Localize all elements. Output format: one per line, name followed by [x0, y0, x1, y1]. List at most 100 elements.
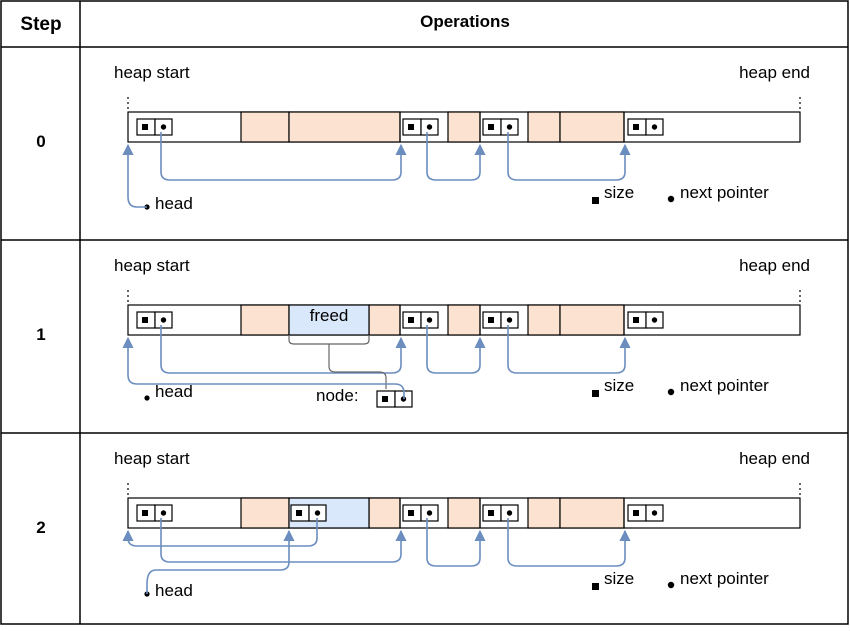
next-pointer-dot [426, 124, 433, 130]
row-2-next-arrow-1 [160, 518, 407, 563]
size-square [296, 510, 302, 516]
row-1-allocated-block-1 [240, 304, 290, 336]
row-0-allocated-block-4 [527, 111, 561, 143]
row-1-head-label: head [155, 382, 193, 401]
row-1-step-label: 1 [36, 325, 45, 344]
row-0-allocated-block-1 [240, 111, 290, 143]
row-0-allocated-block-3 [447, 111, 481, 143]
row-2-allocated-block-2 [368, 497, 401, 529]
row-2-freed-next-arrow [122, 518, 318, 547]
size-square [488, 317, 494, 323]
row-2-heap-end-label: heap end [739, 449, 810, 468]
row-1-freed-brace [288, 335, 370, 345]
row-2-legend-size-icon [592, 583, 599, 590]
row-2-head-label: head [155, 581, 193, 600]
row-2-allocated-block-5 [559, 497, 625, 529]
next-pointer-dot [651, 317, 658, 323]
next-pointer-dot [506, 510, 513, 516]
row-0-free-header-3 [482, 118, 519, 136]
row-1-allocated-block-2 [368, 304, 401, 336]
row-2-head-arrow [146, 529, 295, 594]
row-1-heap-end-label: heap end [739, 256, 810, 275]
row-1-legend-size-icon [592, 390, 599, 397]
row-2-allocated-block-4 [527, 497, 561, 529]
next-pointer-dot [426, 510, 433, 516]
row-0-next-arrow-1 [160, 132, 407, 181]
row-1-freed-block [288, 304, 370, 336]
row-1-freed-to-node-line [328, 344, 387, 389]
size-square [408, 510, 414, 516]
next-pointer-dot [314, 510, 321, 516]
row-2-next-arrow-3 [507, 518, 631, 567]
row-1-head-dot [144, 395, 150, 401]
size-square [633, 510, 639, 516]
row-2-legend-pointer-icon [667, 581, 675, 589]
row-1-legend-next-pointer: next pointer [680, 376, 769, 395]
row-0-free-header-1 [136, 118, 173, 136]
row-1-legend-size: size [604, 376, 634, 395]
next-pointer-dot [506, 124, 513, 130]
row-0-next-arrow-3 [507, 132, 631, 181]
size-square [488, 510, 494, 516]
size-square [633, 124, 639, 130]
next-pointer-dot [651, 510, 658, 516]
row-2-free-header-3 [402, 504, 439, 522]
row-2-allocated-block-1 [240, 497, 290, 529]
row-2-free-header-4 [482, 504, 519, 522]
row-1-allocated-block-4 [527, 304, 561, 336]
row-0-free-header-2 [402, 118, 439, 136]
row-1-next-arrow-2 [426, 325, 486, 374]
row-1-allocated-block-5 [559, 304, 625, 336]
row-0-legend-size-icon [592, 197, 599, 204]
row-1-legend-pointer-icon [667, 388, 675, 396]
row-2-legend-size: size [604, 569, 634, 588]
row-1-node-next-arrow [122, 336, 405, 399]
size-square [408, 124, 414, 130]
row-0-allocated-block-5 [559, 111, 625, 143]
row-1-free-header-1 [136, 311, 173, 329]
size-square [633, 317, 639, 323]
row-1-heap-start-label: heap start [114, 256, 190, 275]
row-1-node-header [376, 390, 413, 408]
operations-header: Operations [420, 12, 510, 31]
row-1-next-arrow-1 [160, 325, 407, 374]
next-pointer-dot [426, 317, 433, 323]
row-2-legend-next-pointer: next pointer [680, 569, 769, 588]
row-0-legend-next-pointer: next pointer [680, 183, 769, 202]
row-0-legend-size: size [604, 183, 634, 202]
row-0-allocated-block-2 [288, 111, 401, 143]
row-0-head-arrow [122, 143, 147, 208]
size-square [382, 396, 388, 402]
row-0-next-arrow-2 [426, 132, 486, 181]
row-0-free-header-4 [627, 118, 664, 136]
row-1-free-header-2 [402, 311, 439, 329]
size-square [142, 317, 148, 323]
row-2-heap-start-label: heap start [114, 449, 190, 468]
row-2-step-label: 2 [36, 518, 45, 537]
row-0-head-label: head [155, 194, 193, 213]
step-header: Step [20, 14, 61, 35]
row-2-allocated-block-3 [447, 497, 481, 529]
next-pointer-dot [160, 124, 167, 130]
row-0-legend-pointer-icon [667, 195, 675, 203]
next-pointer-dot [160, 317, 167, 323]
row-1-next-arrow-3 [507, 325, 631, 374]
row-2-free-header-5 [627, 504, 664, 522]
row-1-free-header-4 [627, 311, 664, 329]
row-1-allocated-block-3 [447, 304, 481, 336]
row-0-heap-end-label: heap end [739, 63, 810, 82]
size-square [142, 510, 148, 516]
row-2-free-header-1 [136, 504, 173, 522]
next-pointer-dot [651, 124, 658, 130]
row-1-free-header-3 [482, 311, 519, 329]
row-1-node-label: node: [316, 386, 359, 405]
row-0-heap-start-label: heap start [114, 63, 190, 82]
size-square [142, 124, 148, 130]
next-pointer-dot [160, 510, 167, 516]
next-pointer-dot [506, 317, 513, 323]
row-2-free-header-2 [290, 504, 327, 522]
row-1-freed-label: freed [310, 306, 349, 325]
